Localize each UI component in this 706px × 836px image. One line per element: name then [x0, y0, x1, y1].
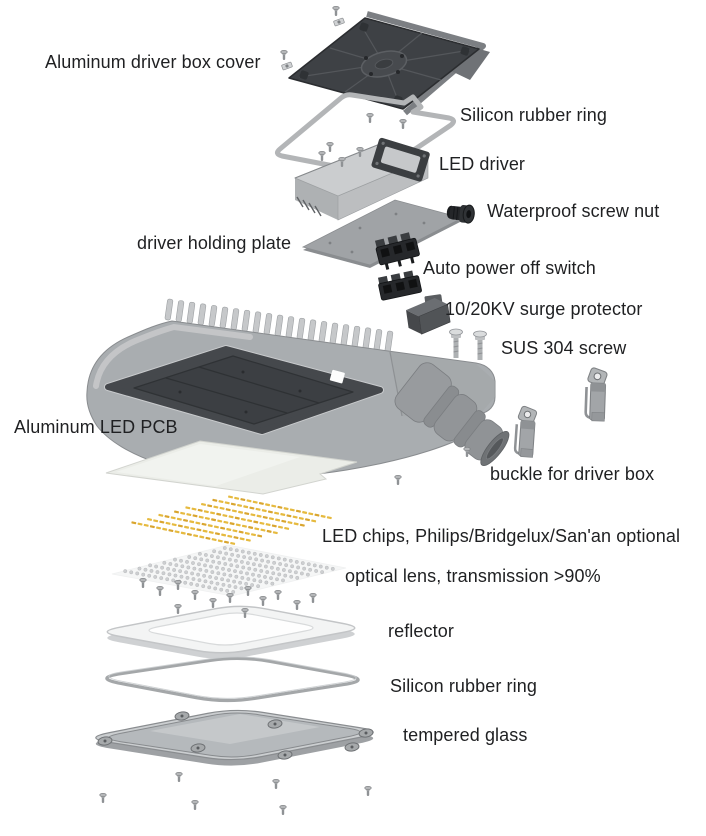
screw-icon: [274, 589, 282, 600]
label-sus-304-screw: SUS 304 screw: [501, 338, 627, 358]
screw-icon: [326, 141, 334, 152]
screw-icon: [226, 592, 234, 603]
screw-icon: [332, 5, 340, 16]
screw-icon: [272, 778, 280, 789]
screw-icon: [280, 49, 288, 60]
washer-icon: [281, 61, 293, 71]
waterproof-screw-nut-part: [446, 204, 475, 224]
screw-icon: [463, 446, 471, 457]
screw-icon: [174, 603, 182, 614]
driver-bracket: [371, 137, 430, 182]
screw-icon: [356, 146, 364, 157]
screw-icon: [394, 474, 402, 485]
label-led-chips: LED chips, Philips/Bridgelux/San'an opti…: [322, 526, 681, 546]
optical-lens-part: [111, 544, 347, 597]
screw-icon: [366, 112, 374, 123]
glass-clips: [97, 711, 374, 760]
screw-icon: [99, 792, 107, 803]
screw-icon: [156, 585, 164, 596]
screw-icon: [399, 118, 407, 129]
screw-icon: [191, 799, 199, 810]
surge-protector-part: [406, 294, 451, 335]
loose-fasteners: [99, 5, 471, 815]
mounting-arm-part: [394, 362, 510, 466]
label-aluminum-driver-box-cover: Aluminum driver box cover: [45, 52, 261, 72]
screw-icon: [318, 150, 326, 161]
screw-icon: [209, 597, 217, 608]
label-silicon-rubber-ring-bottom: Silicon rubber ring: [390, 676, 537, 696]
screw-icon: [259, 595, 267, 606]
screw-icon: [279, 804, 287, 815]
screw-icon: [309, 592, 317, 603]
led-chips-part: [131, 495, 332, 545]
label-silicon-rubber-ring-top: Silicon rubber ring: [460, 105, 607, 125]
label-led-driver: LED driver: [439, 154, 526, 174]
washer-icon: [333, 17, 345, 27]
sus-304-screws-part: [449, 328, 487, 360]
driver-box-cover-part: [288, 11, 490, 116]
driver-fins: [296, 196, 322, 217]
screw-icon: [139, 577, 147, 588]
auto-power-off-switch-part: [374, 232, 422, 301]
label-surge-protector: 10/20KV surge protector: [445, 299, 643, 319]
screw-icon: [364, 785, 372, 796]
screw-icon: [175, 771, 183, 782]
buckles-part: [513, 367, 608, 458]
silicon-rubber-ring-bottom-part: [105, 656, 360, 703]
label-optical-lens: optical lens, transmission >90%: [345, 566, 601, 586]
screw-icon: [241, 607, 249, 618]
driver-holding-plate-part: [301, 199, 464, 268]
tempered-glass-part: [95, 709, 374, 766]
screw-icon: [191, 589, 199, 600]
screw-icon: [244, 585, 252, 596]
screw-icon: [174, 579, 182, 590]
led-pcb-part: [105, 440, 358, 495]
screw-icon: [338, 156, 346, 167]
label-auto-power-off-switch: Auto power off switch: [423, 258, 596, 278]
label-tempered-glass: tempered glass: [403, 725, 528, 745]
screw-icon: [293, 599, 301, 610]
label-aluminum-led-pcb: Aluminum LED PCB: [14, 417, 178, 437]
heat-sink-fins: [164, 298, 394, 353]
label-reflector: reflector: [388, 621, 454, 641]
label-driver-holding-plate: driver holding plate: [137, 233, 292, 253]
label-buckle-for-driver-box: buckle for driver box: [490, 464, 655, 484]
reflector-part: [106, 605, 356, 659]
label-waterproof-screw-nut: Waterproof screw nut: [487, 201, 660, 221]
